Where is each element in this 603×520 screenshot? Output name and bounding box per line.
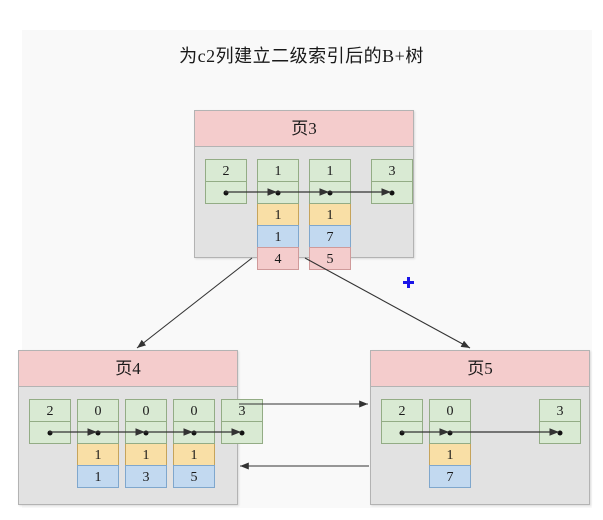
cell-page5-2-0: 3 xyxy=(539,399,581,422)
cell-page5-0-0: 2 xyxy=(381,399,423,422)
cell-page4-4-1-pointer xyxy=(221,421,263,444)
page-header-page4: 页4 xyxy=(19,351,237,387)
cell-page3-2-4: 5 xyxy=(309,247,351,270)
cell-page4-3-2: 1 xyxy=(173,443,215,466)
cell-page4-3-0: 0 xyxy=(173,399,215,422)
record-page4-0[interactable]: 2 xyxy=(29,399,71,444)
cell-page5-2-1-pointer xyxy=(539,421,581,444)
cell-page4-0-1-pointer xyxy=(29,421,71,444)
cell-page4-4-0: 3 xyxy=(221,399,263,422)
cell-page3-1-0: 1 xyxy=(257,159,299,182)
cell-page4-3-1-pointer xyxy=(173,421,215,444)
record-page3-0[interactable]: 2 xyxy=(205,159,247,204)
cell-page5-1-0: 0 xyxy=(429,399,471,422)
cell-page3-1-2: 1 xyxy=(257,203,299,226)
cell-page4-1-3: 1 xyxy=(77,465,119,488)
cell-page3-1-1-pointer xyxy=(257,181,299,204)
page-title: 为c2列建立二级索引后的B+树 xyxy=(179,46,424,66)
cell-page4-1-1-pointer xyxy=(77,421,119,444)
cell-page4-1-0: 0 xyxy=(77,399,119,422)
page-header-page3: 页3 xyxy=(195,111,413,147)
cell-page4-2-1-pointer xyxy=(125,421,167,444)
cell-page3-0-1-pointer xyxy=(205,181,247,204)
cell-page3-0-0: 2 xyxy=(205,159,247,182)
cell-page3-1-3: 1 xyxy=(257,225,299,248)
cell-page3-2-2: 1 xyxy=(309,203,351,226)
cell-page3-2-0: 1 xyxy=(309,159,351,182)
cell-page4-1-2: 1 xyxy=(77,443,119,466)
cell-page4-3-3: 5 xyxy=(173,465,215,488)
plus-cursor-icon xyxy=(403,277,414,288)
cell-page5-1-1-pointer xyxy=(429,421,471,444)
cell-page5-1-2: 1 xyxy=(429,443,471,466)
record-page3-3[interactable]: 3 xyxy=(371,159,413,204)
cell-page4-0-0: 2 xyxy=(29,399,71,422)
page-header-page5: 页5 xyxy=(371,351,589,387)
cell-page4-2-3: 3 xyxy=(125,465,167,488)
record-page4-4[interactable]: 3 xyxy=(221,399,263,444)
cell-page5-0-1-pointer xyxy=(381,421,423,444)
cell-page3-1-4: 4 xyxy=(257,247,299,270)
record-page5-2[interactable]: 3 xyxy=(539,399,581,444)
cell-page3-3-0: 3 xyxy=(371,159,413,182)
cell-page4-2-2: 1 xyxy=(125,443,167,466)
cell-page3-3-1-pointer xyxy=(371,181,413,204)
cell-page3-2-3: 7 xyxy=(309,225,351,248)
record-page5-0[interactable]: 2 xyxy=(381,399,423,444)
cell-page3-2-1-pointer xyxy=(309,181,351,204)
cell-page4-2-0: 0 xyxy=(125,399,167,422)
cell-page5-1-3: 7 xyxy=(429,465,471,488)
